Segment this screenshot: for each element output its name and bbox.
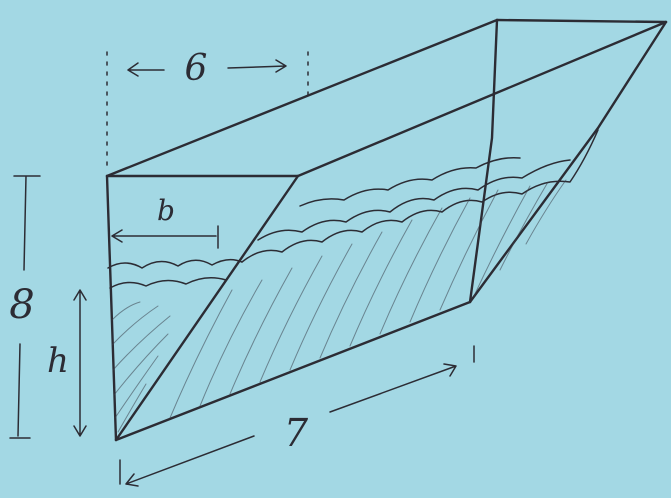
length-arrow-right — [329, 363, 457, 413]
water-width-label: b — [157, 194, 175, 227]
long-water-surface — [241, 129, 599, 263]
height-bar-bottom — [9, 343, 31, 439]
length-arrow-left — [125, 435, 255, 487]
back-vertical-edge — [468, 18, 499, 304]
width-dimension: 6 — [106, 48, 309, 173]
width-arrow-right — [227, 59, 287, 73]
front-water-surface — [107, 258, 243, 269]
front-face-hatching — [111, 301, 171, 433]
height-bar-top — [13, 175, 41, 271]
height-label: 8 — [9, 282, 34, 328]
depth-label: h — [47, 341, 69, 381]
trough-back-face — [468, 18, 668, 304]
back-slanted-edge — [468, 20, 668, 304]
bottom-long-edge — [114, 300, 472, 442]
length-label: 7 — [284, 411, 309, 455]
width-arrow-left — [127, 62, 165, 77]
trough-top-rim — [105, 18, 668, 178]
top-right-long-edge — [296, 20, 668, 178]
front-vertical-edge — [105, 174, 118, 442]
long-water-ripple-2 — [299, 156, 521, 207]
water-width-arrow — [111, 225, 219, 249]
front-water-ripple — [109, 277, 227, 289]
trough-front-face — [105, 174, 472, 442]
length-dimension: 7 — [119, 345, 475, 487]
front-slanted-edge — [114, 174, 300, 442]
height-dimension: 8 — [9, 175, 41, 439]
long-face-hatching — [169, 179, 567, 419]
top-back-edge — [495, 18, 668, 24]
depth-arrow — [73, 289, 87, 437]
water-width-dimension: b — [111, 194, 219, 249]
top-left-long-edge — [105, 18, 499, 178]
depth-dimension: h — [47, 289, 87, 437]
long-water-ripple-1 — [257, 159, 571, 241]
width-label: 6 — [185, 48, 208, 89]
